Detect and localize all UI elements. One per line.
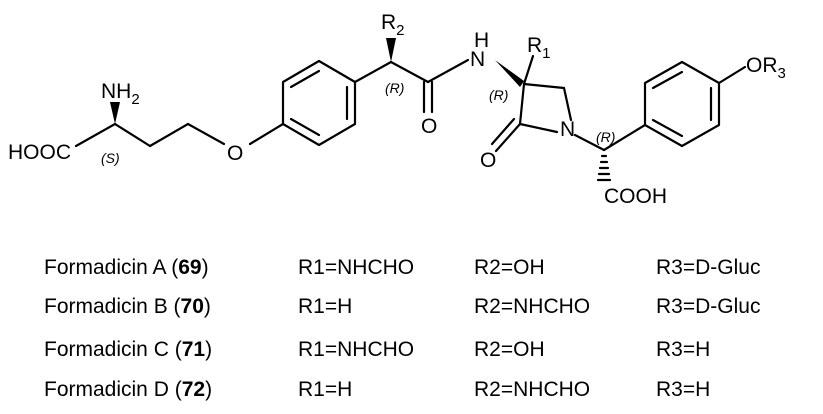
r2-value: R2=NHCHO (474, 378, 591, 401)
stereo-label-c-amino: (S) (101, 150, 120, 166)
bond-o-ring (248, 122, 285, 146)
phenyl-ring-2 (643, 60, 721, 148)
compound-name-close: ) (205, 338, 213, 361)
cooh-label: COOH (604, 185, 667, 208)
lactam-o-label: O (480, 149, 496, 172)
bond-ring2-o (717, 65, 747, 85)
ring2-inner-3 (651, 118, 684, 138)
r2-value: R2=OH (474, 256, 545, 279)
bond-ch-co (389, 60, 430, 84)
wedge-bond-nh2 (110, 102, 120, 124)
r2-value: R2=NHCHO (474, 295, 591, 318)
compound-number: 69 (178, 256, 202, 279)
ring2-inner-1 (651, 70, 684, 90)
lactam-c3-c4 (522, 82, 566, 90)
compound-name-close: ) (201, 256, 209, 279)
hooc-label: HOOC (8, 141, 71, 164)
compound-name-text: Formadicin C ( (44, 338, 182, 361)
lactam-n-label: N (560, 118, 575, 141)
wedge-bond-r2 (386, 38, 396, 62)
stereo-label-c-alpha: (R) (596, 129, 615, 145)
hash-bond-cooh (596, 154, 612, 182)
compound-name: Formadicin C (71) (44, 338, 212, 362)
or3-label: OR3 (746, 54, 786, 82)
bonds (74, 38, 747, 182)
r3-value: R3=H (656, 378, 711, 401)
compound-name-text: Formadicin A ( (44, 256, 179, 279)
compound-name: Formadicin D (72) (44, 378, 212, 402)
bond-co-nh (426, 58, 470, 84)
compound-name: Formadicin B (70) (44, 295, 211, 319)
stereo-label-c-r2: (R) (385, 80, 404, 96)
compound-number: 70 (180, 295, 204, 318)
compound-name-close: ) (205, 378, 213, 401)
compound-number: 72 (181, 378, 206, 401)
bond-cs-ch2a (113, 122, 152, 148)
chemical-structure: R2 N H R1 OR3 NH2 HOOC O O O N COOH (R) … (8, 11, 786, 208)
r1-value: R1=H (298, 295, 353, 318)
bond-ch2b-o (186, 122, 226, 146)
r1-label: R1 (527, 34, 551, 62)
bond-hooc-cs (74, 122, 117, 148)
r3-value: R3=H (656, 338, 711, 361)
lactam-co-1 (494, 122, 522, 153)
nh2-label: NH2 (101, 80, 140, 108)
ring1-inner-1 (289, 69, 321, 89)
r1-value: R1=H (298, 378, 353, 401)
r2-value: R2=OH (474, 338, 545, 361)
r1-value: R1=NHCHO (298, 256, 415, 279)
bond-ring1-ch (353, 60, 393, 84)
nh-n-label: N (470, 48, 485, 71)
wedge-bond-nh-clactam (495, 60, 524, 87)
ether-o-label: O (227, 142, 243, 165)
phenyl-ring-1 (281, 59, 357, 147)
compound-name: Formadicin A (69) (44, 256, 209, 280)
r3-value: R3=D-Gluc (656, 256, 761, 279)
stereo-label-c-beta: (R) (489, 87, 508, 103)
bond-calpha-ring2 (602, 123, 647, 152)
lactam-n-c2 (518, 122, 559, 134)
lactam-c2-c3 (518, 82, 526, 126)
amide-o-label: O (421, 115, 437, 138)
r3-value: R3=D-Gluc (656, 295, 761, 318)
lactam-co-2 (490, 117, 516, 146)
r2-label: R2 (381, 11, 405, 39)
bond-ch2a-ch2b (148, 122, 190, 148)
r1-value: R1=NHCHO (298, 338, 415, 361)
ring1-inner-3 (289, 117, 321, 137)
compound-name-text: Formadicin D ( (44, 378, 182, 401)
bond-clactam-r1 (522, 54, 535, 86)
compound-number: 71 (181, 338, 206, 361)
nh-h-label: H (474, 29, 489, 52)
compound-name-close: ) (203, 295, 211, 318)
compound-name-text: Formadicin B ( (44, 295, 181, 318)
lactam-c4-n (562, 86, 573, 122)
bond-n-calpha (573, 133, 606, 152)
